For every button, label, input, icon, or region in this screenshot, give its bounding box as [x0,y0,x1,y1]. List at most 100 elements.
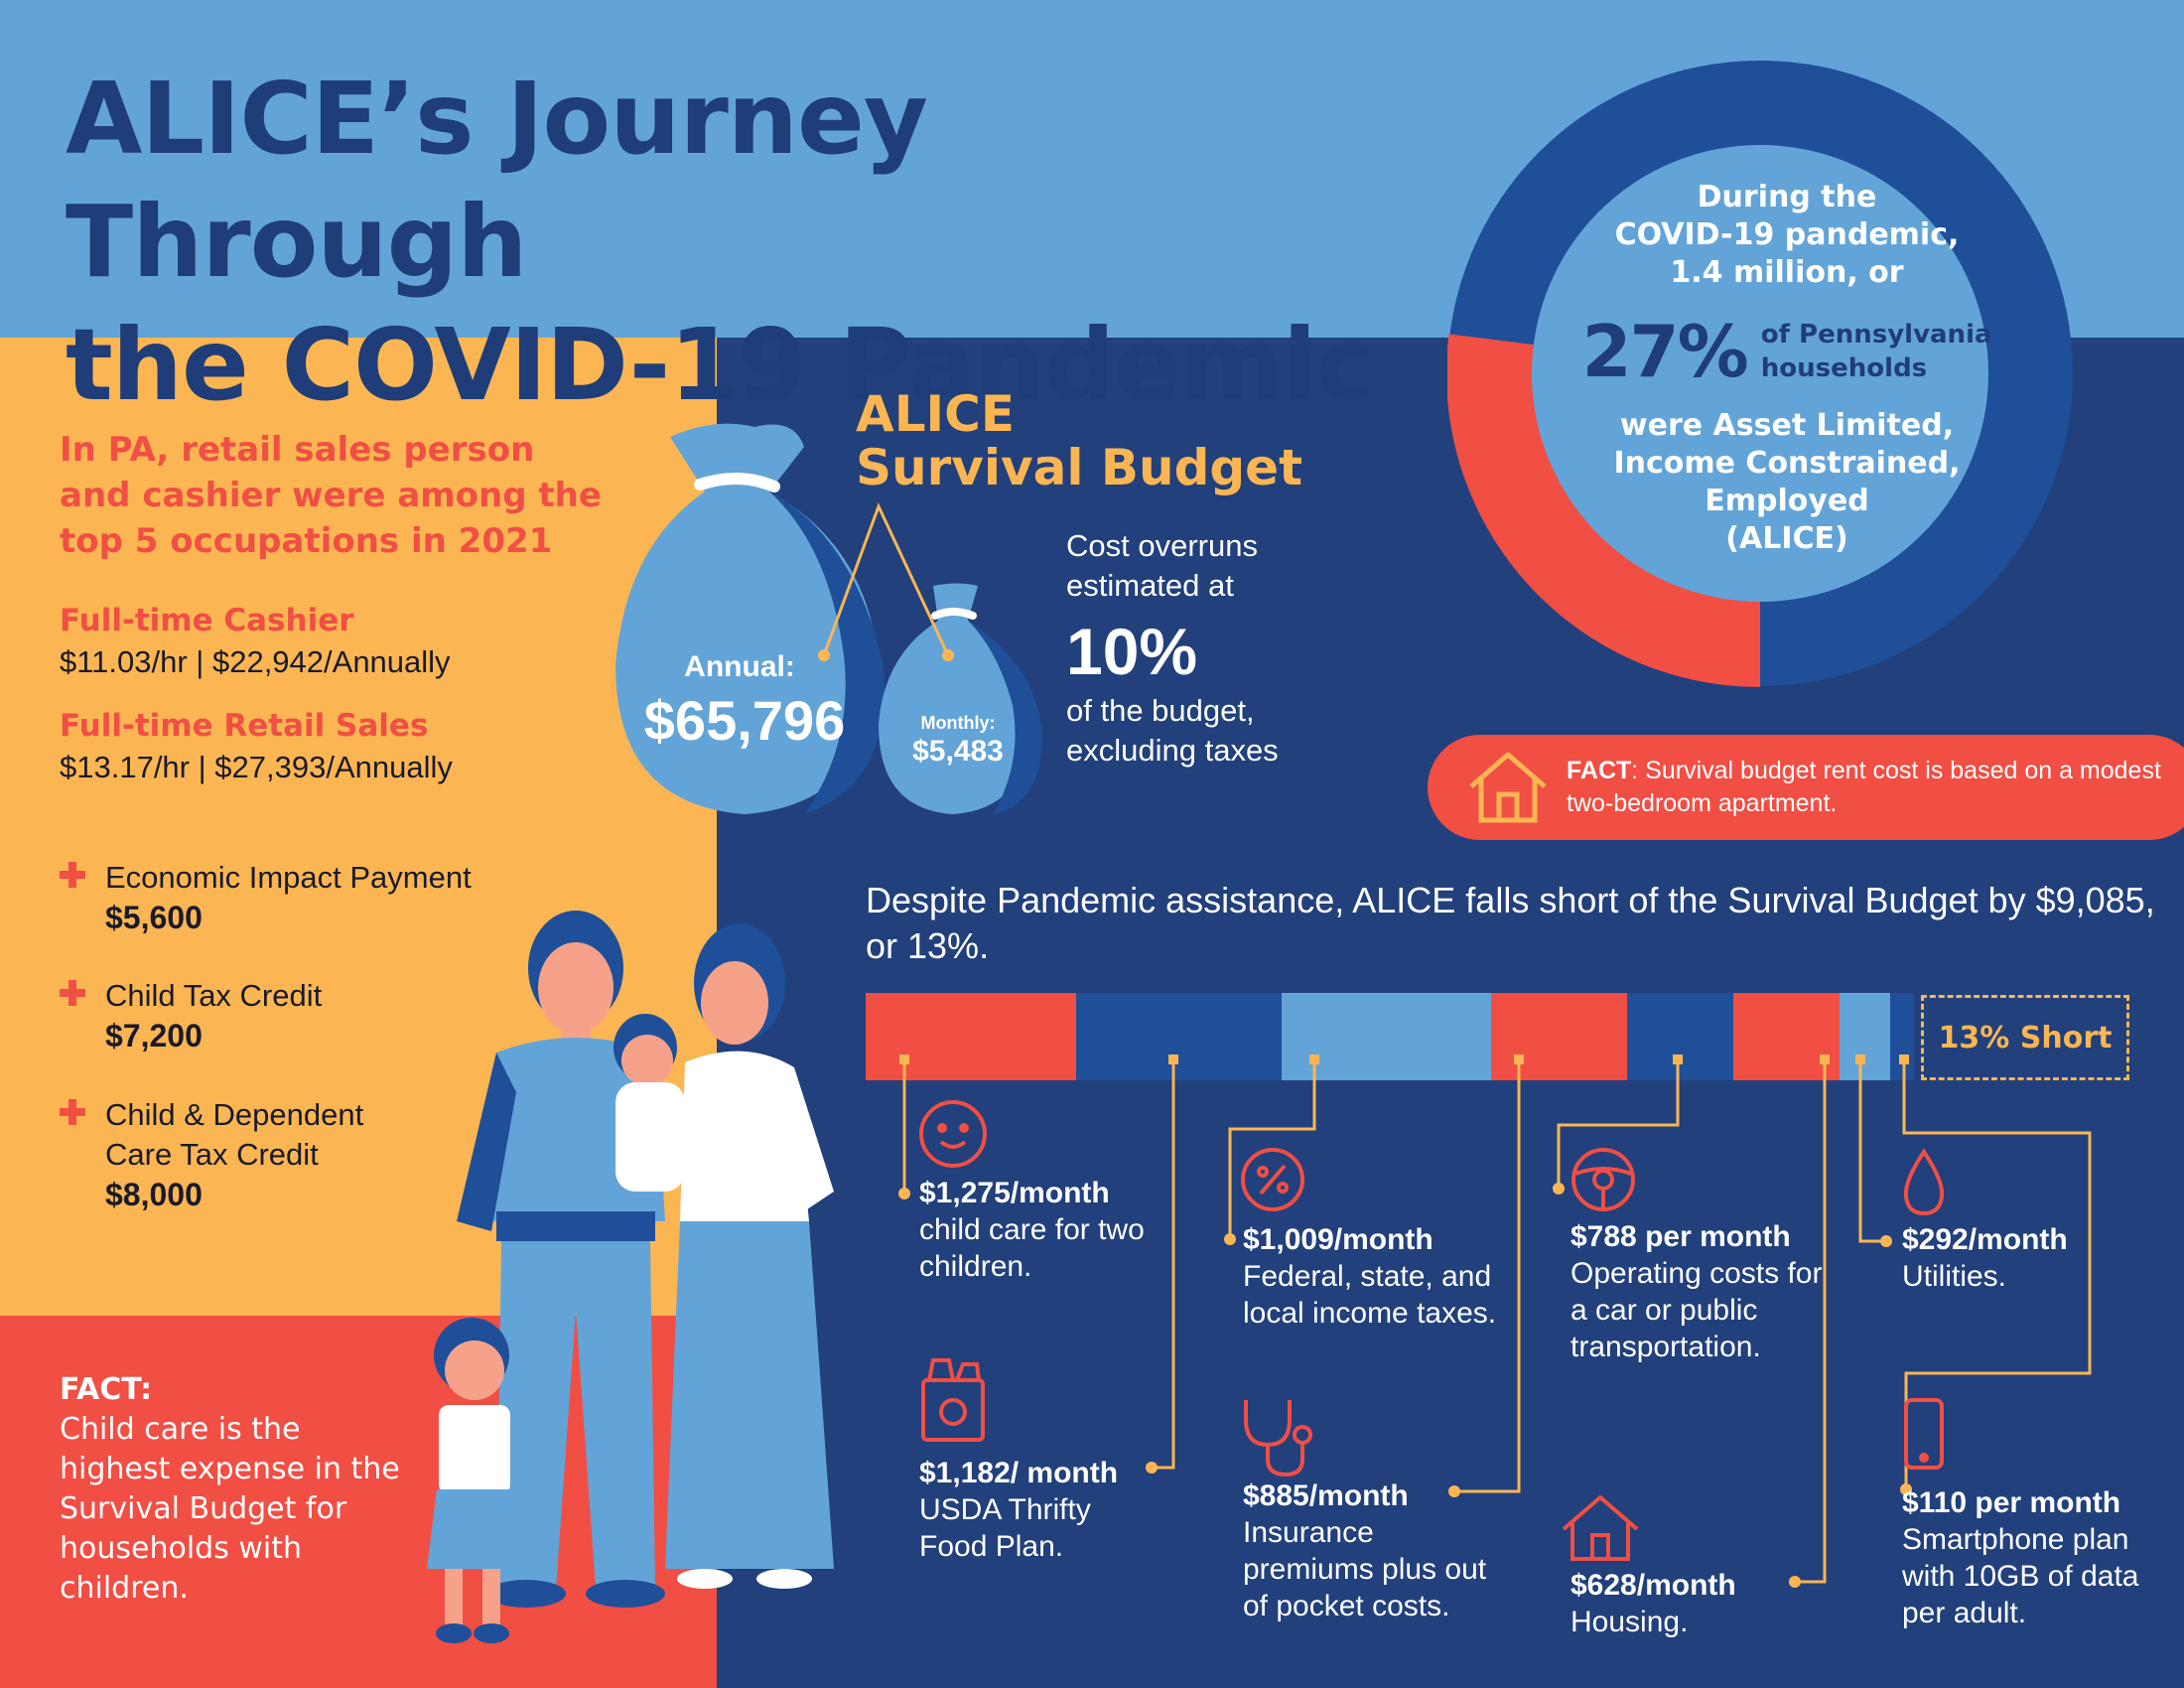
expense-food: $1,182/ month USDA Thrifty Food Plan. [919,1455,1148,1565]
occupations-heading: In PA, retail sales person and cashier w… [60,430,602,561]
expense-transport: $788 per month Operating costs for a car… [1570,1218,1839,1365]
fact-rent-pill [1428,735,2184,840]
job-pay: $13.17/hr | $27,393/Annually [60,750,453,784]
expense-amount: $1,009/month [1243,1223,1433,1256]
title-line-1: ALICE’s Journey Through [66,61,928,300]
stethoscope-icon [1244,1400,1312,1477]
job-pay: $11.03/hr | $22,942/Annually [60,644,451,679]
percent-label-line: households [1760,353,1928,383]
donut-line: 1.4 million, or [1670,255,1904,290]
budget-bar-chart [866,993,2092,1588]
expense-desc: Federal, state, and local income taxes. [1243,1260,1497,1330]
assistance-label: Child & Dependent Care Tax Credit [105,1097,364,1172]
annual-value: $65,796 [643,689,846,752]
survival-budget-title-line: Survival Budget [856,439,1302,496]
expense-insurance: $885/month Insurance premiums plus out o… [1243,1477,1491,1624]
house-icon [1562,1494,1639,1561]
plus-icon [60,980,85,1006]
overrun-percent: 10% [1066,615,1198,688]
expense-housing: $628/month Housing. [1570,1567,1789,1640]
percent-label-line: of Pennsylvania [1760,320,1992,350]
bar-segment-utilities [1840,993,1890,1080]
donut-line: COVID-19 pandemic, [1614,217,1960,252]
grocery-bag-icon [921,1358,985,1442]
alice-donut [1447,61,2073,687]
expense-amount: $110 per month [1902,1486,2121,1519]
donut-line: (ALICE) [1725,521,1848,556]
assistance-amount: $5,600 [105,900,203,935]
expense-desc: Smartphone plan with 10GB of data per ad… [1902,1523,2139,1629]
expense-desc: Housing. [1570,1606,1689,1638]
money-bags-illustration [615,423,1042,814]
fact-rent-text: FACT: Survival budget rent cost is based… [1567,755,2162,820]
job-title: Full-time Retail Sales [60,708,429,744]
expense-amount: $788 per month [1570,1220,1791,1253]
assistance-item: Economic Impact Payment $5,600 [60,858,536,937]
expense-utilities: $292/month Utilities. [1902,1221,2120,1295]
job-cashier: Full-time Cashier $11.03/hr | $22,942/An… [60,603,451,680]
donut-line: Income Constrained, [1613,446,1961,481]
fact-heading: FACT: [60,1372,153,1407]
bar-segment-taxes [1282,993,1491,1080]
expense-desc: Insurance premiums plus out of pocket co… [1243,1516,1487,1622]
donut-line: During the [1697,180,1877,214]
expense-desc: Utilities. [1902,1260,2007,1293]
donut-line: Employed [1705,484,1869,518]
connector-dots [898,1055,1912,1588]
job-retail: Full-time Retail Sales $13.17/hr | $27,3… [60,708,453,785]
expense-amount: $292/month [1902,1223,2068,1256]
assistance-label: Economic Impact Payment [105,860,472,895]
assistance-amount: $8,000 [105,1177,203,1212]
expense-amount: $1,182/ month [919,1457,1119,1489]
bar-segment-phone [1890,993,1914,1080]
baby-face-icon [919,1100,987,1168]
expense-desc: USDA Thrifty Food Plan. [919,1493,1091,1563]
connector-lines [902,1058,2092,1584]
title-line-2: the COVID-19 Pandemic [66,307,1375,423]
assistance-label: Child Tax Credit [105,978,323,1013]
expense-phone: $110 per month Smartphone plan with 10GB… [1902,1484,2160,1631]
smartphone-icon [1904,1398,1944,1470]
short-label: 13% Short [1921,995,2129,1080]
bar-segment-insurance [1491,993,1627,1080]
expense-amount: $628/month [1570,1569,1736,1602]
bar-segment-childcare [866,993,1076,1080]
annual-label: Annual: [684,650,795,683]
monthly-value: $5,483 [912,735,1004,768]
overrun-text: Cost overruns estimated at [1066,528,1258,603]
shortfall-statement: Despite Pandemic assistance, ALICE falls… [866,880,2155,966]
percent-row: 27% of Pennsylvania households [1559,310,2015,393]
fact-rent-body: : Survival budget rent cost is based on … [1567,757,2161,817]
expense-desc: child care for two children. [919,1213,1145,1283]
bar-segment-food [1076,993,1282,1080]
expense-taxes: $1,009/month Federal, state, and local i… [1243,1221,1521,1332]
family-illustration [427,911,834,1643]
expense-amount: $885/month [1243,1479,1409,1512]
survival-budget-title-line: ALICE [856,385,1016,443]
expense-amount: $1,275/month [919,1177,1110,1209]
steering-wheel-icon [1571,1148,1635,1211]
percent-badge-icon [1241,1148,1304,1211]
overrun-text: of the budget, excluding taxes [1066,693,1279,768]
fact-childcare: FACT: Child care is the highest expense … [60,1370,417,1609]
donut-line: were Asset Limited, [1619,408,1955,443]
fact-text: Child care is the highest expense in the… [60,1412,400,1606]
alice-percent: 27% [1581,310,1748,393]
page-title: ALICE’s Journey Through the COVID-19 Pan… [66,58,1376,427]
percent-label: of Pennsylvania households [1761,318,1992,385]
expense-desc: Operating costs for a car or public tran… [1570,1257,1823,1363]
assistance-item: Child Tax Credit $7,200 [60,976,536,1055]
cost-overrun-note: Cost overruns estimated at 10% of the bu… [1066,526,1344,771]
house-icon [1469,752,1547,823]
plus-icon [60,862,85,888]
assistance-amount: $7,200 [105,1018,203,1054]
expense-childcare: $1,275/month child care for two children… [919,1175,1187,1285]
bar-segment-housing [1733,993,1840,1080]
fact-label: FACT [1567,757,1632,784]
donut-text: During the COVID-19 pandemic, 1.4 millio… [1559,179,2015,558]
survival-budget-title: ALICE Survival Budget [856,387,1302,494]
donut-hole [1532,145,1988,602]
water-drop-icon [1903,1148,1945,1216]
monthly-label: Monthly: [920,713,996,733]
assistance-item: Child & Dependent Care Tax Credit $8,000 [60,1095,397,1214]
